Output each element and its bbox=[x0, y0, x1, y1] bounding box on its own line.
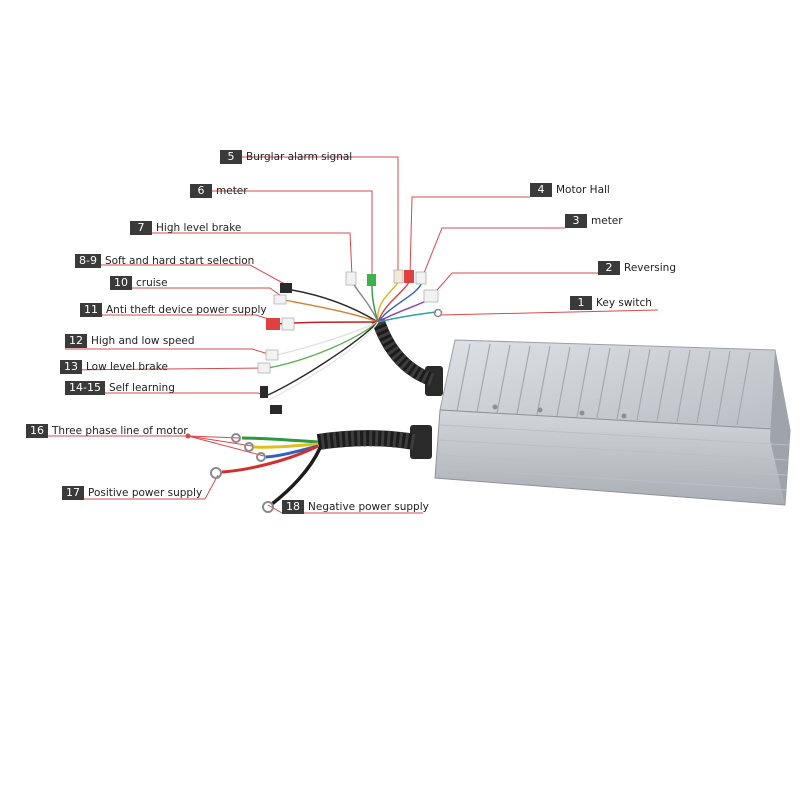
callout-label: Reversing bbox=[624, 262, 676, 274]
callout-key-switch: 1 Key switch bbox=[570, 296, 652, 310]
callout-reversing: 2 Reversing bbox=[598, 261, 676, 275]
callout-label: cruise bbox=[136, 277, 168, 289]
cable-gland-upper bbox=[371, 317, 443, 396]
callout-number: 3 bbox=[565, 214, 587, 228]
callout-number: 14-15 bbox=[65, 381, 105, 395]
leader-junction-dot bbox=[185, 433, 191, 439]
callout-label: meter bbox=[591, 215, 623, 227]
callout-label: Low level brake bbox=[86, 361, 168, 373]
callout-low-level-brake: 13 Low level brake bbox=[60, 360, 168, 374]
ring-terminals bbox=[210, 433, 274, 513]
callout-number: 2 bbox=[598, 261, 620, 275]
callout-high-level-brake: 7 High level brake bbox=[130, 221, 241, 235]
callout-label: High and low speed bbox=[91, 335, 195, 347]
callout-label: Negative power supply bbox=[308, 501, 429, 513]
callout-burglar-alarm: 5 Burglar alarm signal bbox=[220, 150, 352, 164]
connectors bbox=[257, 269, 443, 414]
callout-number: 18 bbox=[282, 500, 304, 514]
callout-meter-right: 3 meter bbox=[565, 214, 623, 228]
callout-label: Soft and hard start selection bbox=[104, 255, 255, 267]
cooling-fins bbox=[456, 343, 751, 426]
callout-number: 17 bbox=[62, 486, 84, 500]
callout-anti-theft: 11 Anti theft device power supply bbox=[80, 303, 267, 317]
callout-number: 13 bbox=[60, 360, 82, 374]
callout-number: 12 bbox=[65, 334, 87, 348]
front-ribs bbox=[436, 424, 790, 491]
callout-label: Three phase line of motor bbox=[52, 425, 188, 437]
callout-self-learning: 14-15 Self learning bbox=[65, 381, 175, 395]
controller-housing bbox=[434, 339, 791, 506]
callout-number: 4 bbox=[530, 183, 552, 197]
callout-number: 8-9 bbox=[75, 254, 101, 268]
callout-three-phase: 16 Three phase line of motor bbox=[26, 424, 188, 438]
callout-number: 11 bbox=[80, 303, 102, 317]
callout-label: Motor Hall bbox=[556, 184, 610, 196]
callout-negative-power: 18 Negative power supply bbox=[282, 500, 429, 514]
callout-label: Anti theft device power supply bbox=[106, 304, 267, 316]
power-leads bbox=[221, 436, 322, 506]
callout-label: Positive power supply bbox=[88, 487, 203, 499]
callout-cruise: 10 cruise bbox=[110, 276, 168, 290]
callout-motor-hall: 4 Motor Hall bbox=[530, 183, 610, 197]
mounting-screws bbox=[492, 404, 627, 419]
callout-number: 10 bbox=[110, 276, 132, 290]
callout-positive-power: 17 Positive power supply bbox=[62, 486, 202, 500]
cable-gland-lower bbox=[316, 425, 432, 459]
callout-label: meter bbox=[216, 185, 248, 197]
callout-number: 6 bbox=[190, 184, 212, 198]
callout-number: 5 bbox=[220, 150, 242, 164]
callout-label: Self learning bbox=[108, 382, 175, 394]
callout-label: Burglar alarm signal bbox=[246, 151, 353, 163]
callout-number: 7 bbox=[130, 221, 152, 235]
signal-wires bbox=[267, 279, 437, 401]
callout-label: High level brake bbox=[156, 222, 242, 234]
callout-meter-left: 6 meter bbox=[190, 184, 248, 198]
callout-high-low-speed: 12 High and low speed bbox=[65, 334, 195, 348]
callout-number: 16 bbox=[26, 424, 48, 438]
callout-label: Key switch bbox=[596, 297, 652, 309]
callout-number: 1 bbox=[570, 296, 592, 310]
callout-soft-hard-start: 8-9 Soft and hard start selection bbox=[75, 254, 254, 268]
